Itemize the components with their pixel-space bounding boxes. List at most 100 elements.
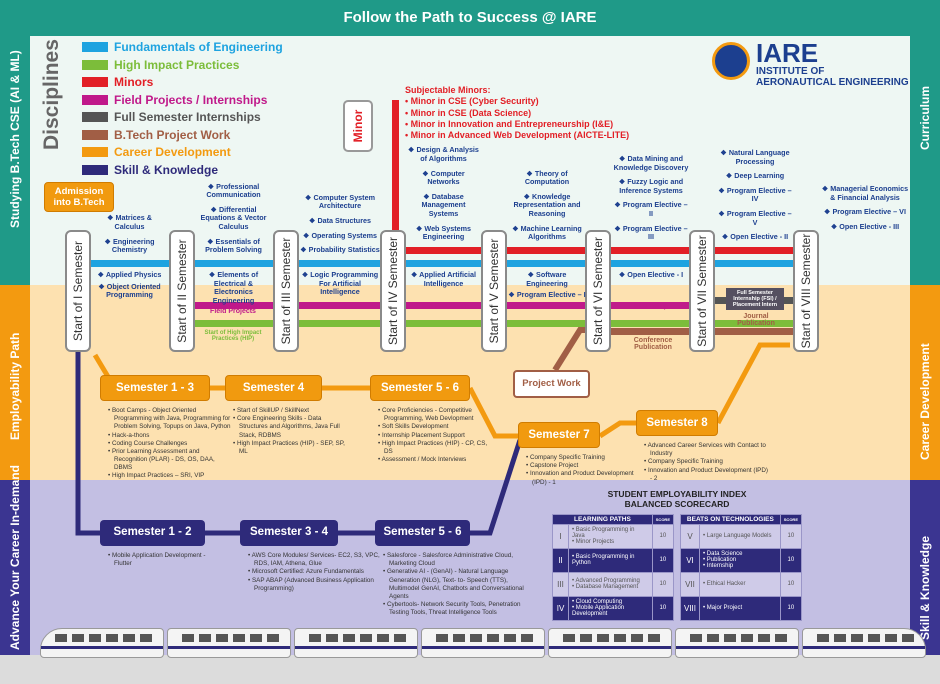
course-item: ❖ Professional Communication — [206, 181, 261, 200]
row-score: 10 — [651, 523, 675, 549]
course-item: ❖ Applied Physics — [97, 270, 162, 279]
train-window — [453, 634, 465, 642]
bullet: • — [233, 407, 237, 414]
legend-label: Full Semester Internships — [114, 110, 261, 124]
fundamentals-line — [90, 260, 800, 267]
logo-short: IARE — [756, 38, 819, 68]
logo-line2: AERONAUTICAL ENGINEERING — [756, 77, 909, 88]
activity-item: • SAP ABAP (Advanced Business Applicatio… — [248, 577, 388, 593]
semester-box-title: Semester 1 - 2 — [113, 526, 192, 538]
course-item: ❖ Machine Learning Algorithms — [512, 223, 582, 242]
course-item: ❖ Computer System Architecture — [305, 192, 375, 211]
row-item-text: Database Management — [575, 584, 639, 591]
train-window — [72, 634, 84, 642]
train-window — [309, 634, 321, 642]
fsi-box: Full Semester Internship (FSI) / Placeme… — [726, 288, 784, 310]
conference-label: Conference Publication — [633, 337, 673, 351]
scorecard: STUDENT EMPLOYABILITY INDEX BALANCED SCO… — [552, 489, 803, 621]
course-list-upper: ❖ Managerial Economics & Financial Analy… — [820, 182, 910, 235]
semester-box: Semester 1 - 3 — [100, 375, 210, 401]
course-item: ❖ Program Elective – I — [508, 290, 586, 300]
bullet: • — [644, 442, 648, 449]
train-window — [140, 634, 152, 642]
train-window — [851, 634, 863, 642]
row-item-text: Mobile Application Development — [572, 605, 625, 618]
legend-label: Minors — [114, 75, 154, 89]
course-item: ❖ Engineering Chemistry — [104, 236, 155, 255]
course-item: ❖ Applied Artificial Intelligence — [410, 270, 476, 288]
train-window — [741, 634, 753, 642]
row-item: • Large Language Models — [703, 533, 772, 540]
row-item-text: Internship — [706, 563, 734, 570]
semester-label: Start of VII Semester — [695, 235, 709, 347]
semester-pillar: Start of VIII Semester — [793, 230, 819, 352]
activity-text: Salesforce - Salesforce Administrative C… — [386, 552, 513, 568]
activity-text: Hack-a-thons — [111, 431, 150, 439]
bullet: • — [526, 454, 530, 461]
train-window — [267, 634, 279, 642]
scorecard-title-1: STUDENT EMPLOYABILITY INDEX — [607, 489, 747, 499]
course-list-upper: ❖ Computer System Architecture ❖ Data Str… — [300, 150, 380, 258]
skill-path-seg-up — [470, 439, 523, 536]
semester-label: Start of III Semester — [279, 237, 293, 345]
semester-activities: • Company Specific Training• Capstone Pr… — [526, 454, 646, 487]
semester-label: Start of VI Semester — [591, 236, 605, 346]
semester-pillar: Start of III Semester — [273, 230, 299, 352]
legend-swatch — [82, 77, 108, 87]
course-item: ❖ Probability Statistics — [300, 245, 380, 255]
semester-label: Start of V Semester — [487, 238, 501, 344]
train-window — [631, 634, 643, 642]
train-stripe — [168, 646, 290, 649]
activity-text: Assessment / Mock Interviews — [381, 456, 467, 464]
activity-text: Start of SkillUP / SkillNext — [236, 407, 309, 414]
career-path-seg3 — [467, 386, 518, 439]
row-number: VII — [679, 571, 701, 597]
semester-activities: • Advanced Career Services with Contact … — [644, 442, 769, 483]
activity-text: Boot Camps - Object Oriented Programming… — [111, 407, 231, 431]
field-projects-line — [195, 302, 690, 309]
semester-box: Semester 7 — [518, 422, 600, 448]
legend-swatch — [82, 147, 108, 157]
activity-item: • AWS Core Modules/ Services- EC2, S3, V… — [248, 552, 388, 568]
activity-item: • Cybertools- Network Security Tools, Pe… — [383, 601, 538, 617]
bullet: • — [233, 439, 237, 447]
legend-item: Career Development — [82, 145, 231, 159]
course-item: ❖ Design & Analysis of Algorithms — [408, 145, 479, 163]
semester-pillar: Start of I Semester — [65, 230, 91, 352]
bullet: • — [378, 439, 382, 447]
train-window — [597, 634, 609, 642]
row-item: • Basic Programming in Java — [572, 527, 635, 540]
logo-emblem-icon — [712, 42, 750, 80]
semester-label: Start of II Semester — [175, 239, 189, 343]
minor-item: • Minor in Innovation and Entrepreneursh… — [405, 118, 614, 129]
train-car — [548, 628, 672, 658]
activity-text: High Impact Practices – SRI, VIP — [111, 472, 205, 480]
row-score: 10 — [651, 571, 675, 597]
course-list-upper: ❖ Matrices & Calculus ❖ Engineering Chemi… — [92, 150, 167, 258]
row-item-text: Major Project — [706, 605, 743, 612]
train-window — [360, 634, 372, 642]
course-item: ❖ Open Elective - II — [721, 232, 789, 242]
course-item: ❖ Data Mining and Knowledge Discovery — [613, 153, 689, 172]
train-window — [504, 634, 516, 642]
course-item: ❖ Matrices & Calculus — [107, 213, 152, 232]
row-items: • Major Project — [699, 595, 781, 621]
internship-label: Internship — [634, 303, 668, 310]
course-item: ❖ Data Structures — [309, 216, 371, 226]
field-projects-label: Field Projects — [210, 308, 256, 315]
train-window — [123, 634, 135, 642]
row-items: • Basic Programming in Python — [568, 547, 653, 573]
train-window — [690, 634, 702, 642]
activity-text: Capstone Project — [529, 462, 579, 470]
semester-activities: • Boot Camps - Object Oriented Programmi… — [108, 407, 233, 481]
semester-activities: • Mobile Application Development - Flutt… — [108, 552, 218, 568]
row-items: • Cloud Computing• Mobile Application De… — [568, 595, 653, 621]
activity-item: • Assessment / Mock Interviews — [378, 456, 493, 464]
train-window — [614, 634, 626, 642]
row-items: • Large Language Models — [699, 523, 781, 549]
train-window — [470, 634, 482, 642]
train-window — [902, 634, 914, 642]
